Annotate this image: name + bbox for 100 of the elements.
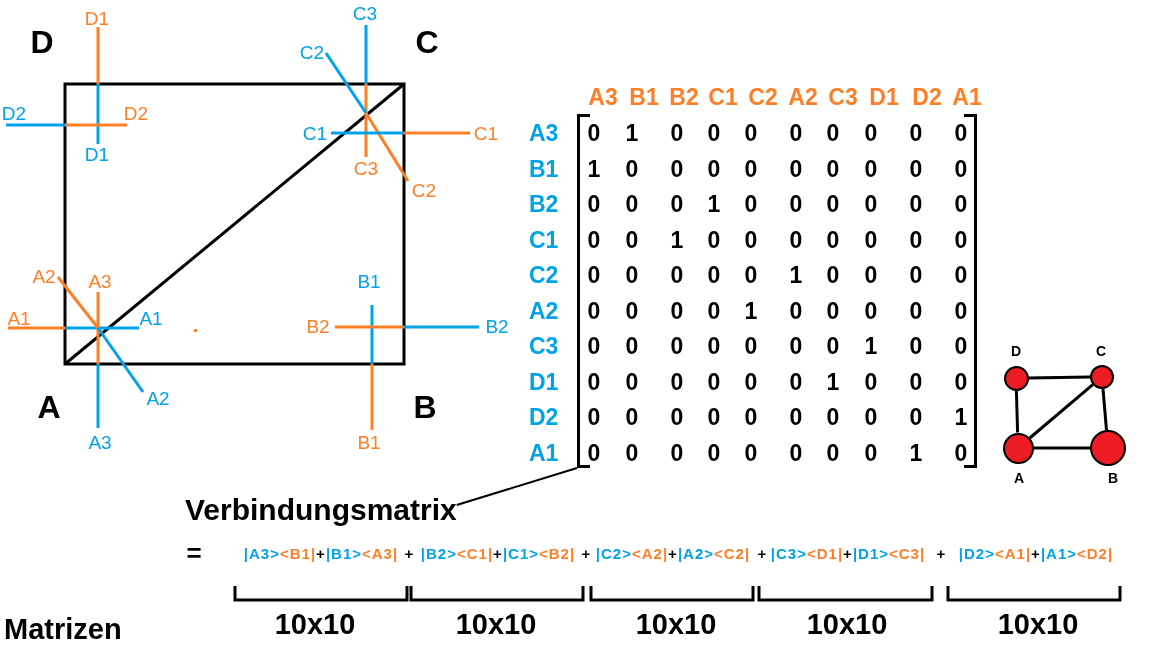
- size-label: 10x10: [455, 609, 537, 639]
- line-label: A1: [139, 308, 163, 328]
- row-header: A1: [529, 441, 559, 464]
- matrix-entry: 0: [789, 121, 803, 145]
- matrix-entry: 0: [909, 370, 923, 393]
- matrix-entry: 0: [744, 441, 758, 464]
- matrix-entry: 0: [826, 405, 840, 429]
- matrix-entry: 0: [826, 263, 840, 287]
- matrix-entry: 0: [625, 405, 639, 429]
- matrix-entry: 0: [789, 370, 803, 393]
- matrix-entry: 1: [864, 334, 878, 358]
- matrix-entry: 0: [789, 405, 803, 429]
- matrix-entry: 0: [744, 192, 758, 216]
- matrix-entry: 1: [826, 370, 840, 393]
- matrix-entry: 1: [670, 228, 684, 251]
- matrix-entry: 1: [707, 192, 721, 216]
- matrix-entry: 0: [587, 263, 601, 287]
- matrix-entry: 0: [587, 441, 601, 464]
- line-label: C3: [353, 158, 379, 178]
- row-header: A3: [529, 121, 559, 145]
- column-header: B2: [669, 85, 699, 109]
- matrix-entry: 0: [909, 121, 923, 145]
- column-header: B1: [629, 85, 659, 109]
- vertex-label: B: [1107, 471, 1119, 485]
- matrix-entry: 0: [954, 157, 968, 180]
- matrix-entry: 0: [909, 192, 923, 216]
- size-label: 10x10: [635, 609, 717, 639]
- matrix-entry: 0: [670, 192, 684, 216]
- line-label: B1: [357, 432, 381, 452]
- formula-term: |A3><B1|+|B1><A3|: [243, 545, 399, 561]
- matrix-entry: 0: [587, 334, 601, 358]
- column-header: A1: [952, 85, 982, 109]
- line-label: C1: [473, 123, 499, 143]
- matrix-entry: 0: [909, 334, 923, 358]
- matrix-entry: 0: [670, 334, 684, 358]
- matrix-entry: 0: [909, 263, 923, 287]
- matrix-entry: 1: [909, 441, 923, 464]
- matrix-entry: 0: [954, 263, 968, 287]
- matrix-entry: 0: [909, 299, 923, 322]
- matrix-entry: 0: [670, 121, 684, 145]
- matrix-entry: 0: [587, 121, 601, 145]
- formula-term: |B2><C1|+|C1><B2|: [420, 545, 576, 561]
- matrix-entry: 0: [707, 334, 721, 358]
- column-header: D1: [869, 85, 899, 109]
- column-header: A2: [788, 85, 818, 109]
- row-header: A2: [529, 299, 559, 322]
- matrix-entry: 0: [789, 192, 803, 216]
- matrix-entry: 0: [625, 228, 639, 251]
- matrix-entry: 0: [909, 405, 923, 429]
- matrix-entry: 0: [864, 299, 878, 322]
- matrix-entry: 0: [625, 441, 639, 464]
- matrix-entry: 0: [670, 299, 684, 322]
- matrix-entry: 0: [826, 157, 840, 180]
- matrix-entry: 1: [954, 405, 968, 429]
- column-header: A3: [588, 85, 618, 109]
- corner-label: C: [415, 26, 439, 58]
- matrix-entry: 0: [587, 370, 601, 393]
- vertex-label: A: [1013, 471, 1025, 485]
- matrix-entry: 0: [670, 370, 684, 393]
- line-label: D2: [1, 103, 27, 123]
- matrix-entry: 0: [625, 263, 639, 287]
- matrix-entry: 1: [789, 263, 803, 287]
- matrix-entry: 0: [864, 192, 878, 216]
- matrix-entry: 0: [909, 228, 923, 251]
- matrix-entry: 0: [625, 157, 639, 180]
- matrix-entry: 0: [789, 157, 803, 180]
- graph-edge: [1028, 383, 1094, 440]
- matrix-entry: 0: [864, 157, 878, 180]
- matrix-entry: 0: [707, 121, 721, 145]
- matrix-entry: 0: [707, 263, 721, 287]
- vertex-label: C: [1095, 344, 1107, 358]
- equals-sign: =: [186, 540, 202, 566]
- row-header: C2: [529, 263, 559, 287]
- line-label: D1: [84, 8, 110, 28]
- line-label: A3: [88, 432, 112, 452]
- matrix-entry: 0: [954, 192, 968, 216]
- matrix-entry: 0: [864, 121, 878, 145]
- graph-edge: [1028, 375, 1091, 380]
- vertex-label: D: [1010, 344, 1022, 358]
- corner-label: D: [30, 26, 54, 58]
- matrix-caption: Verbindungsmatrix: [185, 495, 457, 525]
- plus-sign: +: [581, 545, 591, 561]
- matrix-entry: 0: [625, 299, 639, 322]
- matrix-entry: 0: [789, 299, 803, 322]
- matrix-entry: 0: [744, 121, 758, 145]
- plus-sign: +: [404, 545, 414, 561]
- matrix-entry: 0: [954, 121, 968, 145]
- matrix-entry: 0: [587, 192, 601, 216]
- matrix-entry: 0: [707, 299, 721, 322]
- line-label: D1: [84, 144, 110, 164]
- matrix-entry: 0: [625, 192, 639, 216]
- row-header: D1: [529, 370, 559, 393]
- matrix-entry: 0: [954, 441, 968, 464]
- matrix-entry: 0: [789, 228, 803, 251]
- matrix-entry: 0: [670, 157, 684, 180]
- graph-edge: [1033, 446, 1090, 450]
- matrix-entry: 0: [826, 441, 840, 464]
- matrix-entry: 0: [670, 441, 684, 464]
- row-header: D2: [529, 405, 559, 429]
- matrix-entry: 0: [826, 121, 840, 145]
